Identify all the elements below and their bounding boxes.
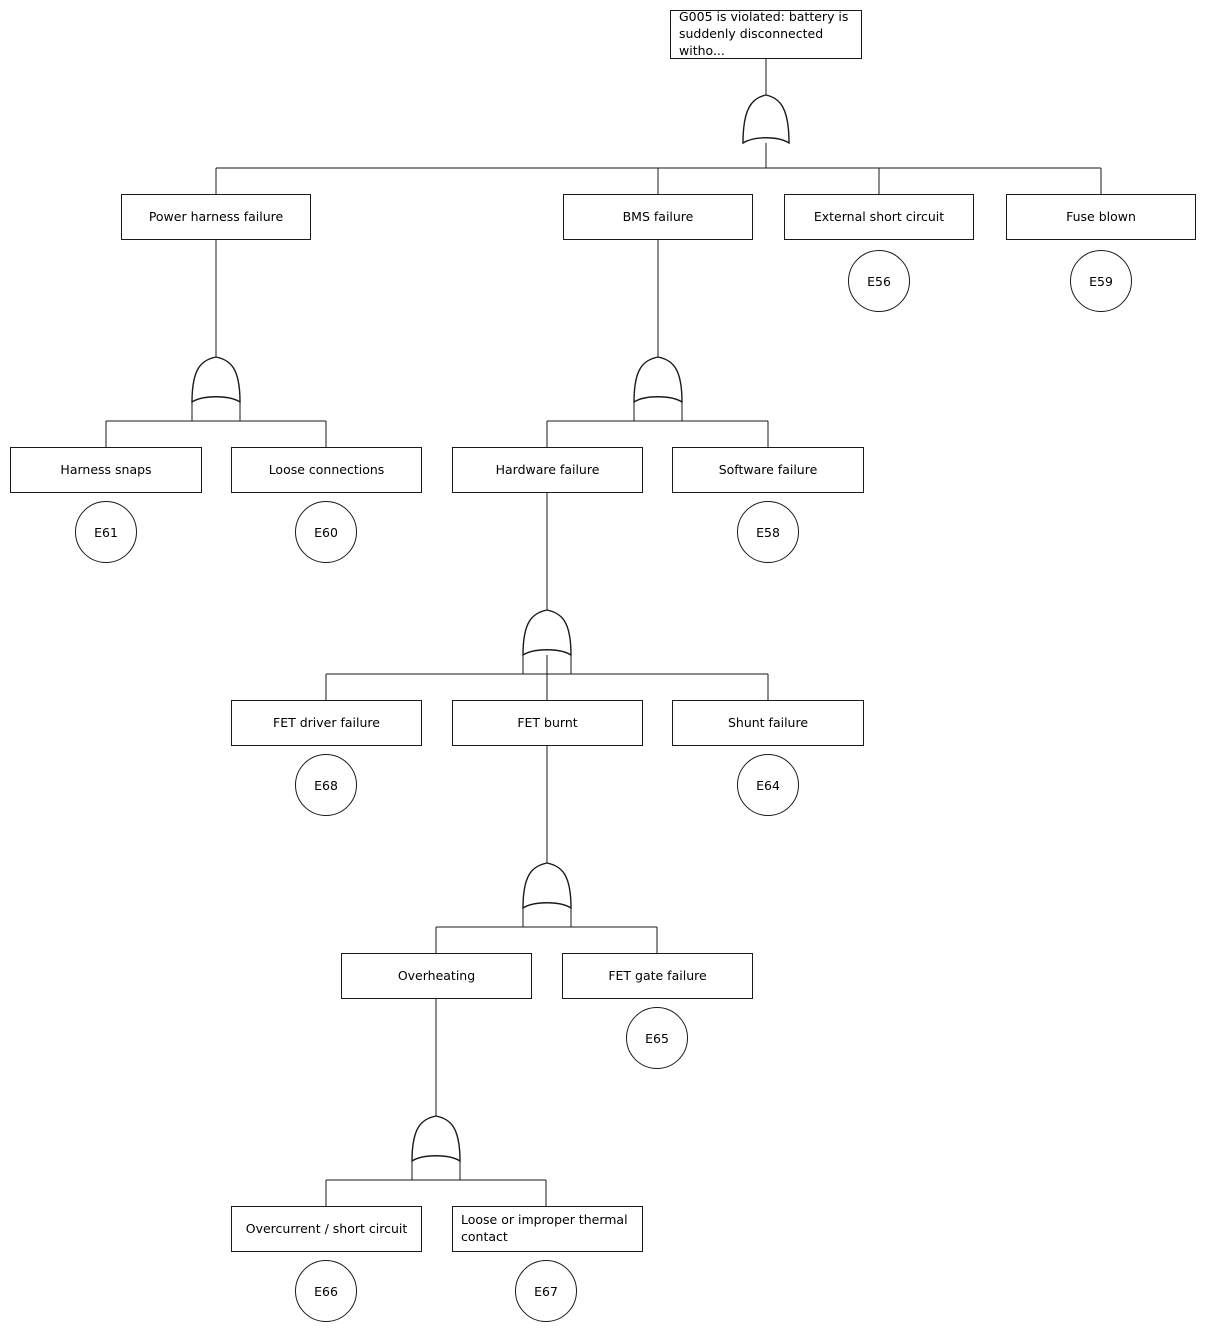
node-overcurrent-short-circuit[interactable]: Overcurrent / short circuit [231,1206,422,1252]
or-gate-power-harness [191,356,241,404]
node-top-event-g005[interactable]: G005 is violated: battery is suddenly di… [670,9,862,59]
node-fuse-blown[interactable]: Fuse blown [1006,194,1196,240]
node-harness-snaps[interactable]: Harness snaps [10,447,202,493]
node-hardware-failure[interactable]: Hardware failure [452,447,643,493]
basic-event-e68[interactable]: E68 [295,754,357,816]
or-gate-fet-burnt [522,862,572,910]
basic-event-e61[interactable]: E61 [75,501,137,563]
node-bms-failure[interactable]: BMS failure [563,194,753,240]
basic-event-e67[interactable]: E67 [515,1260,577,1322]
node-external-short-circuit[interactable]: External short circuit [784,194,974,240]
node-overheating[interactable]: Overheating [341,953,532,999]
or-gate-overheating [411,1115,461,1163]
or-gate-hardware [522,609,572,657]
basic-event-e64[interactable]: E64 [737,754,799,816]
node-fet-gate-failure[interactable]: FET gate failure [562,953,753,999]
basic-event-e66[interactable]: E66 [295,1260,357,1322]
basic-event-e60[interactable]: E60 [295,501,357,563]
basic-event-e58[interactable]: E58 [737,501,799,563]
node-fet-driver-failure[interactable]: FET driver failure [231,700,422,746]
or-gate-bms [633,356,683,404]
node-loose-improper-thermal-contact[interactable]: Loose or improper thermal contact [452,1206,643,1252]
node-shunt-failure[interactable]: Shunt failure [672,700,864,746]
basic-event-e59[interactable]: E59 [1070,250,1132,312]
node-loose-connections[interactable]: Loose connections [231,447,422,493]
or-gate-top [742,94,790,145]
basic-event-e65[interactable]: E65 [626,1007,688,1069]
node-software-failure[interactable]: Software failure [672,447,864,493]
basic-event-e56[interactable]: E56 [848,250,910,312]
node-fet-burnt[interactable]: FET burnt [452,700,643,746]
node-power-harness-failure[interactable]: Power harness failure [121,194,311,240]
